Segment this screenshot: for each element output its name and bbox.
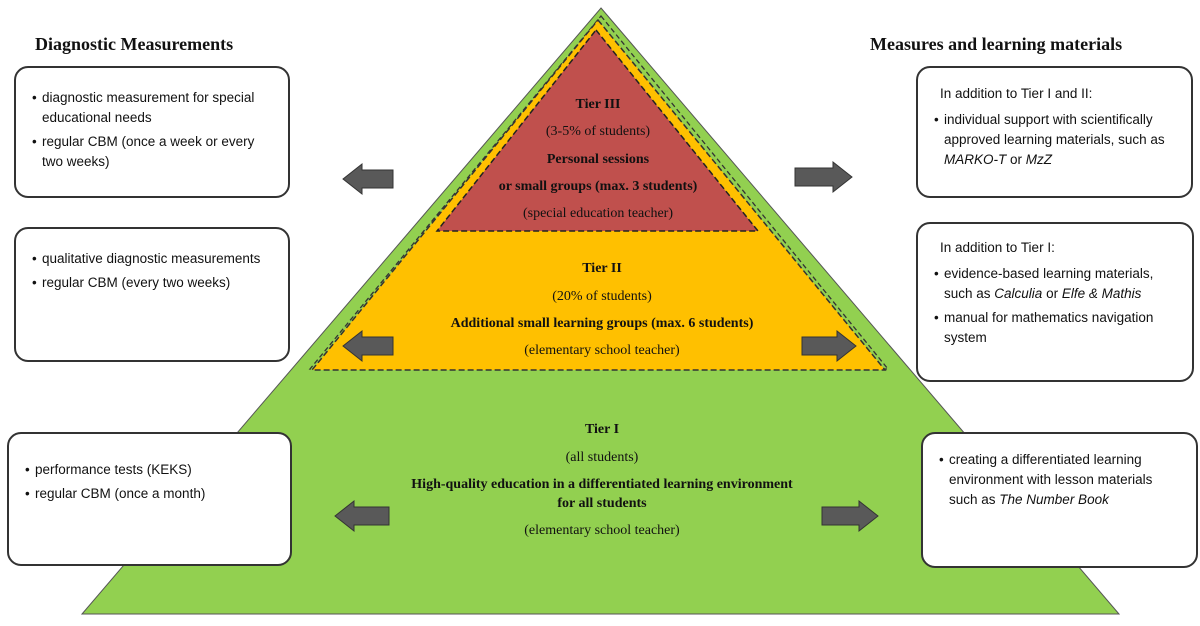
list-item: diagnostic measurement for special educa…: [32, 88, 274, 128]
right-arrow-icon: [794, 160, 853, 194]
tier2-line1: Additional small learning groups (max. 6…: [451, 316, 754, 331]
tier2-name: Tier II: [582, 261, 622, 276]
list-item: regular CBM (every two weeks): [32, 273, 274, 293]
tier3-name: Tier III: [576, 97, 621, 112]
tier3-share: (3-5% of students): [546, 124, 651, 139]
list-item: qualitative diagnostic measurements: [32, 249, 274, 269]
tier1-share: (all students): [566, 450, 639, 465]
right-arrow-icon: [801, 329, 857, 363]
pyramid-inner-outline: [308, 14, 890, 370]
tier1-line1: High-quality education in a differentiat…: [411, 477, 793, 492]
measures-intro: In addition to Tier I and II:: [940, 86, 1093, 101]
left-arrow-icon: [342, 162, 394, 196]
tier1-name: Tier I: [585, 422, 619, 437]
tier3-teacher: (special education teacher): [523, 206, 673, 221]
list-item: individual support with scientifically a…: [934, 110, 1177, 170]
tier3-line2: or small groups (max. 3 students): [499, 179, 698, 194]
tier1-teacher: (elementary school teacher): [524, 523, 680, 538]
left-arrow-icon: [342, 329, 394, 363]
diagnostic-box-tier3: diagnostic measurement for special educa…: [14, 66, 290, 198]
measures-box-tier3: In addition to Tier I and II: individual…: [916, 66, 1193, 198]
right-arrow-icon: [821, 499, 879, 533]
tier1-line2: for all students: [557, 496, 647, 511]
measures-title: Measures and learning materials: [870, 34, 1123, 54]
tier2-share: (20% of students): [552, 289, 652, 304]
list-item: regular CBM (once a week or every two we…: [32, 132, 274, 172]
tier3-line1: Personal sessions: [547, 152, 650, 167]
list-item: evidence-based learning materials, such …: [934, 264, 1178, 304]
diagnostic-box-tier1: performance tests (KEKS) regular CBM (on…: [7, 432, 292, 566]
measures-intro: In addition to Tier I:: [940, 240, 1055, 255]
list-item: manual for mathematics navigation system: [934, 308, 1178, 348]
measures-box-tier2: In addition to Tier I: evidence-based le…: [916, 222, 1194, 382]
diagnostic-measurements-title: Diagnostic Measurements: [35, 34, 234, 54]
measures-box-tier1: creating a differentiated learning envir…: [921, 432, 1198, 568]
diagnostic-box-tier2: qualitative diagnostic measurements regu…: [14, 227, 290, 362]
tier3-band: [435, 28, 760, 232]
list-item: performance tests (KEKS): [25, 460, 276, 480]
list-item: creating a differentiated learning envir…: [939, 450, 1182, 510]
left-arrow-icon: [334, 499, 390, 533]
tier2-teacher: (elementary school teacher): [524, 343, 680, 358]
list-item: regular CBM (once a month): [25, 484, 276, 504]
